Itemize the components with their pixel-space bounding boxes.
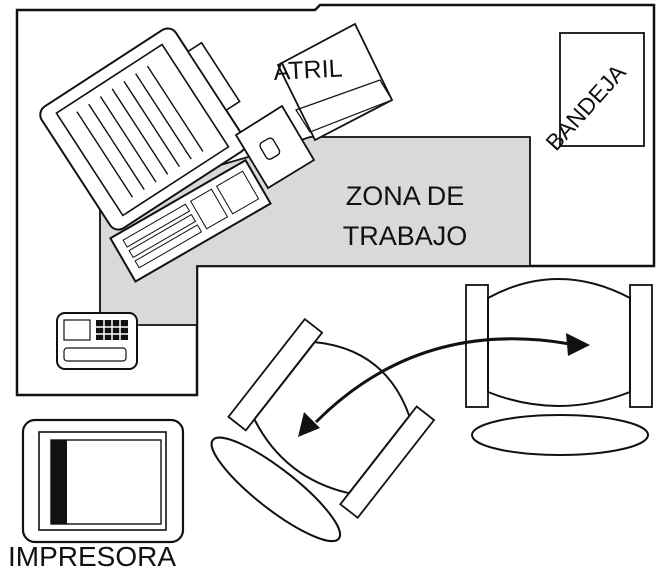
- printer-icon: [21, 418, 185, 544]
- bandeja: [559, 32, 645, 147]
- printer-label: IMPRESORA: [8, 541, 176, 571]
- telephone-icon: [56, 312, 138, 370]
- atril-label: ATRIL: [273, 54, 343, 86]
- double-arrow-icon: [298, 333, 590, 437]
- work-zone-label-line1: ZONA DE: [346, 181, 465, 211]
- chair-icon: [210, 317, 436, 543]
- desk-outline: [15, 3, 656, 397]
- atril: [276, 22, 394, 142]
- mouse-icon: [234, 104, 316, 190]
- monitor-icon: [39, 27, 247, 231]
- work-zone-label-line2: TRABAJO: [343, 221, 468, 251]
- atril-stand: [295, 79, 393, 133]
- chair-icon: [465, 278, 653, 456]
- keyboard-icon: [109, 158, 272, 283]
